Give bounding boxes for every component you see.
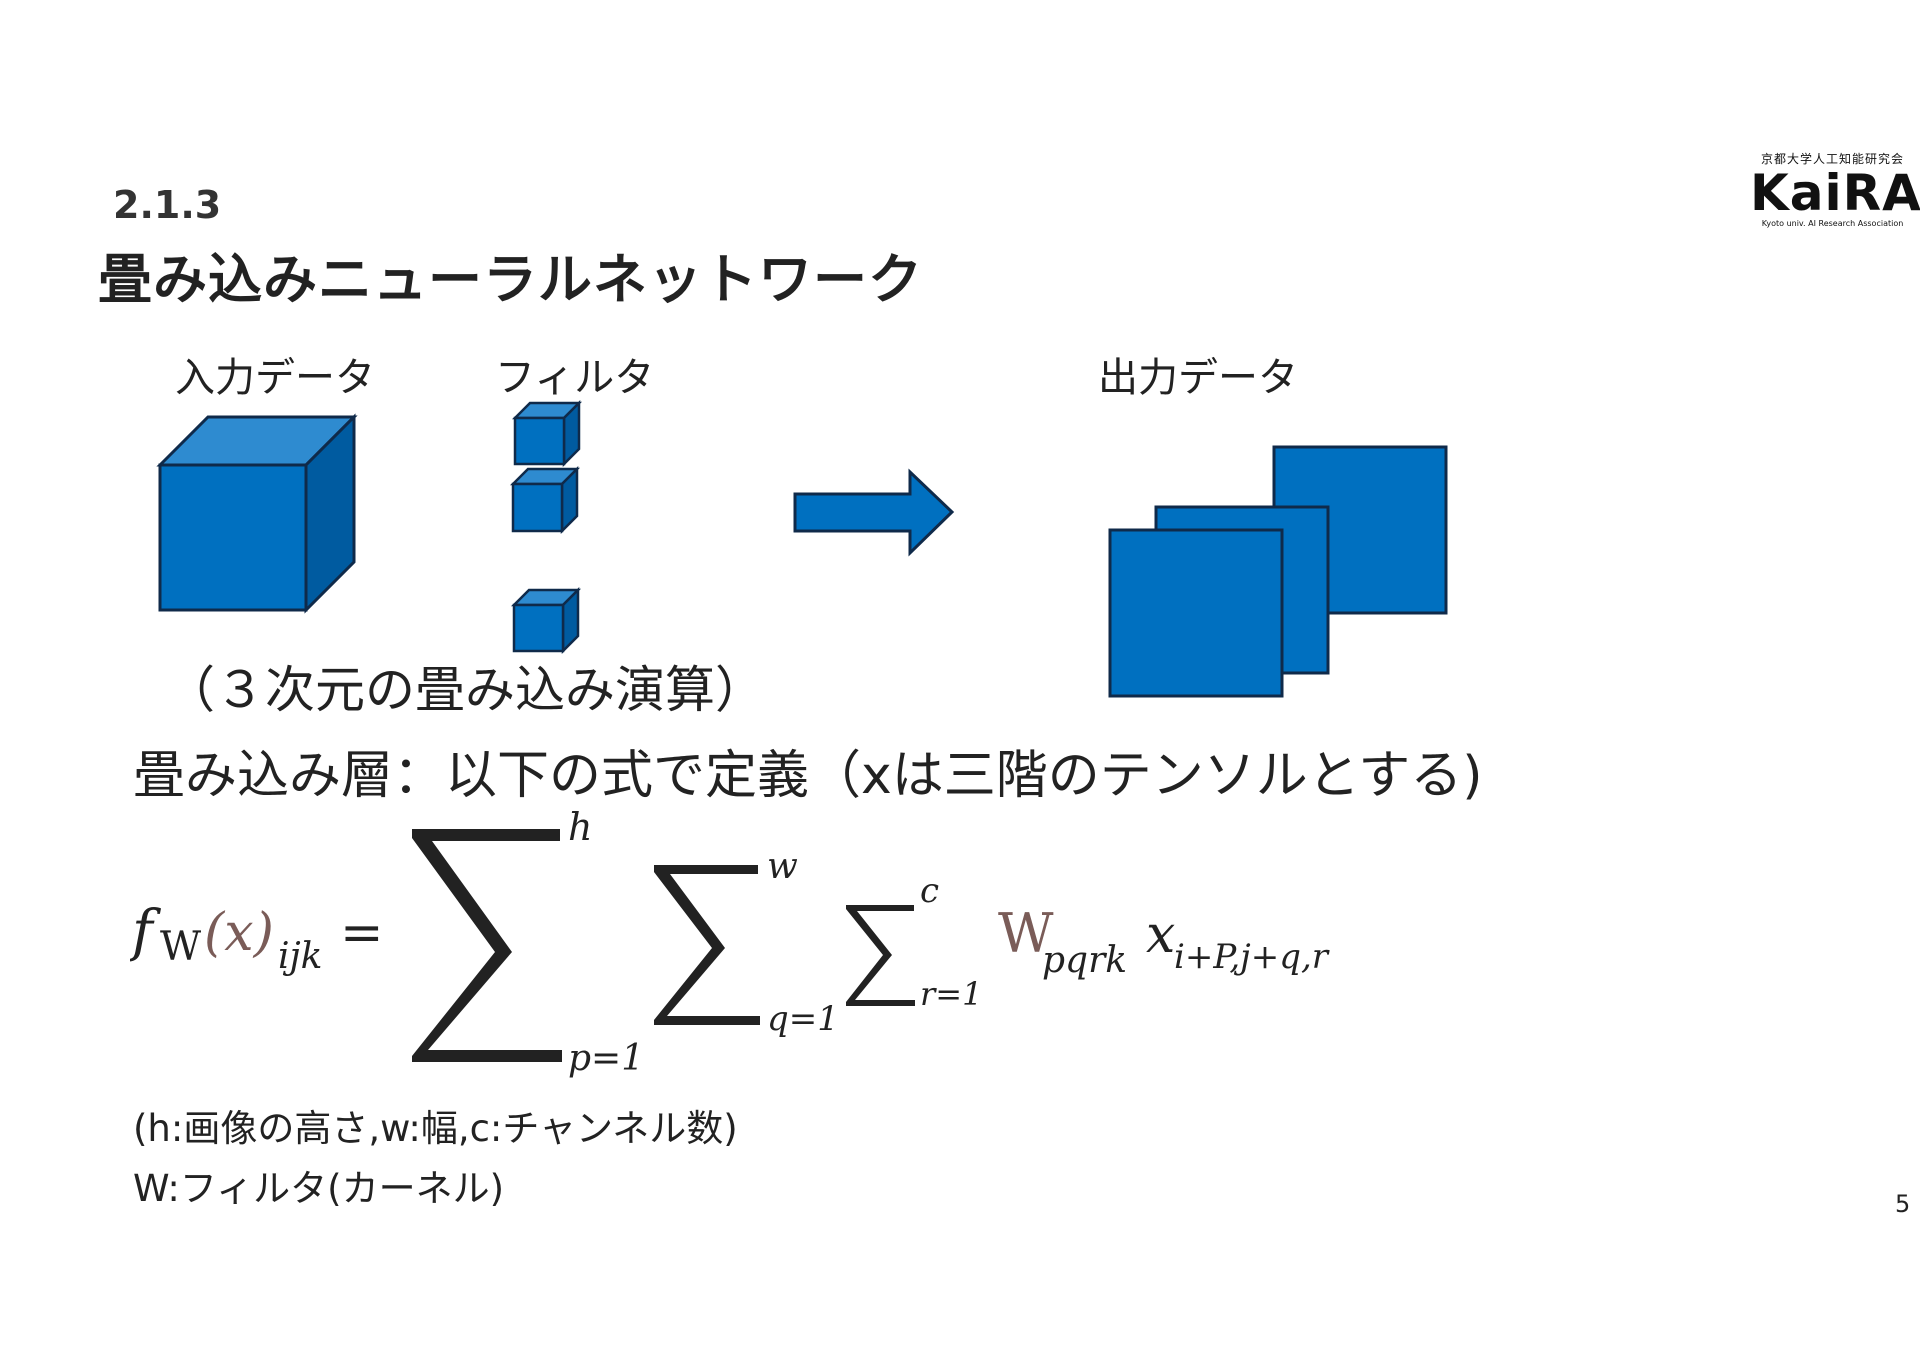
filter-cube-1 bbox=[511, 399, 583, 468]
logo-sub-text: Kyoto univ. AI Research Association bbox=[1761, 219, 1904, 228]
sum-1-upper: h bbox=[568, 810, 592, 849]
output-map-front bbox=[1108, 528, 1284, 698]
conv-layer-definition: 畳み込み層：以下の式で定義（xは三階のテンソルとする) bbox=[133, 746, 1483, 806]
sum-3-upper: c bbox=[920, 871, 939, 911]
formula-x-index: i+P,j+q,r bbox=[1174, 937, 1330, 977]
slide-title: 畳み込みニューラルネットワーク bbox=[98, 248, 923, 311]
filter-label: フィルタ bbox=[495, 355, 655, 401]
section-number: 2.1.3 bbox=[113, 183, 222, 227]
output-data-label: 出力データ bbox=[1098, 355, 1298, 401]
kaira-logo: 京都大学人工知能研究会 KaiRA Kyoto univ. AI Researc… bbox=[1750, 150, 1920, 228]
input-data-label: 入力データ bbox=[175, 355, 375, 401]
formula-lhs-index: ijk bbox=[278, 936, 323, 977]
sum-3-lower: r=1 bbox=[920, 975, 982, 1013]
formula-weight: W bbox=[998, 902, 1054, 965]
formula-note-kernel: W:フィルタ(カーネル) bbox=[133, 1167, 505, 1210]
formula-x: x bbox=[1146, 905, 1175, 965]
sigma-3-icon bbox=[846, 905, 915, 1006]
filter-cube-2 bbox=[509, 465, 581, 535]
formula-note-dimensions: (h:画像の高さ,w:幅,c:チャンネル数) bbox=[133, 1107, 738, 1150]
sum-2-lower: q=1 bbox=[767, 999, 839, 1039]
convolution-formula: f W (x) ijk = h p=1 w q=1 c r=1 W pqrk x… bbox=[130, 810, 1330, 1079]
formula-weight-index: pqrk bbox=[1042, 940, 1127, 981]
sum-1-lower: p=1 bbox=[568, 1038, 644, 1079]
input-cube bbox=[156, 413, 358, 614]
formula-lhs-x: (x) bbox=[204, 903, 274, 963]
sigma-2-icon bbox=[654, 865, 760, 1025]
logo-main-text: KaiRA bbox=[1750, 164, 1920, 222]
formula-equals: = bbox=[340, 903, 384, 963]
sum-2-upper: w bbox=[767, 846, 798, 887]
filter-cube-3 bbox=[510, 586, 582, 655]
page-number: 5 bbox=[1895, 1190, 1911, 1218]
formula-lhs-f: f bbox=[130, 899, 162, 964]
right-arrow-icon bbox=[793, 468, 955, 557]
sigma-1-icon bbox=[412, 829, 562, 1062]
logo-top-text: 京都大学人工知能研究会 bbox=[1760, 152, 1904, 166]
formula-lhs-w: W bbox=[160, 924, 201, 970]
convolution-3d-caption: （３次元の畳み込み演算） bbox=[165, 661, 765, 719]
